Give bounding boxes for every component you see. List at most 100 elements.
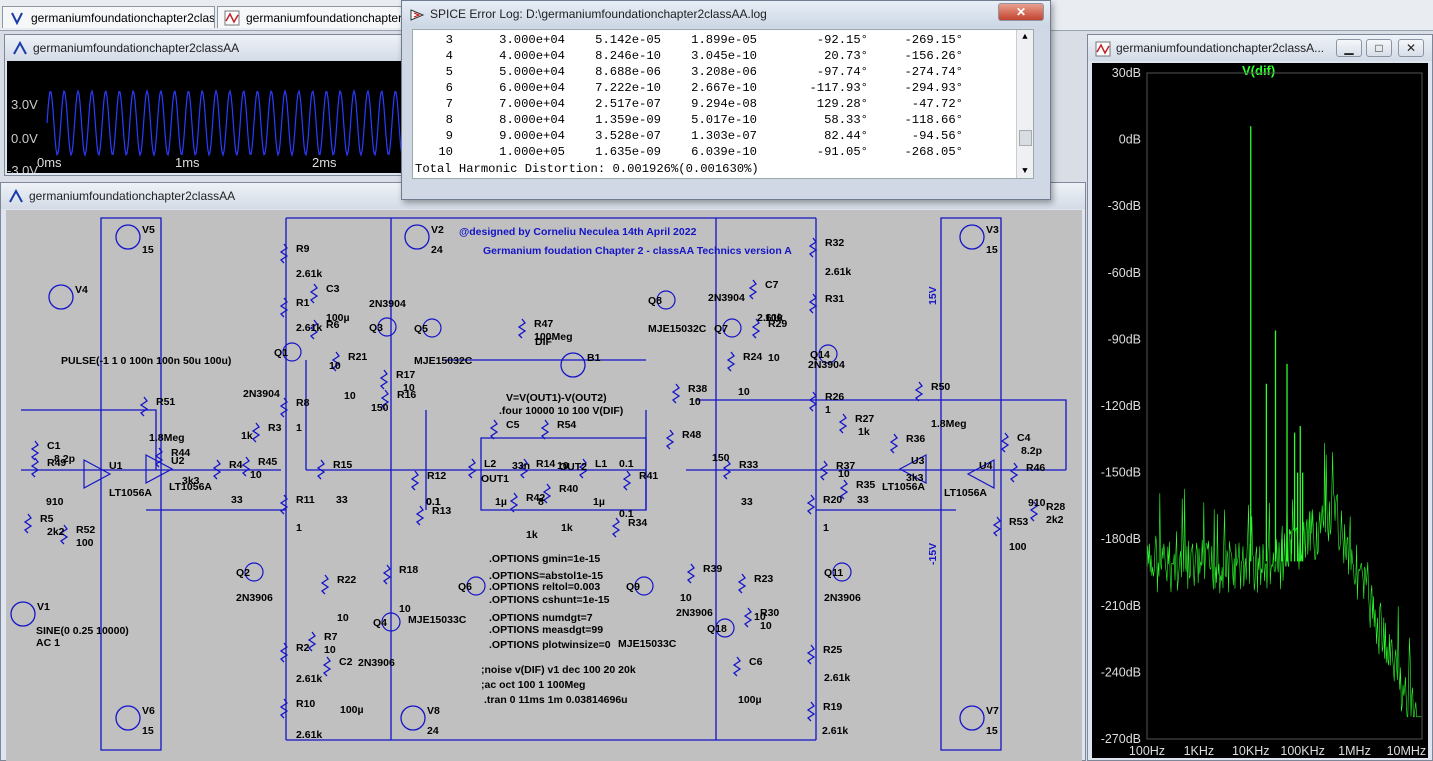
part-value[interactable]: 8.2p bbox=[1021, 445, 1042, 457]
opamp-ref[interactable]: U3 bbox=[911, 455, 925, 467]
part-value[interactable]: 33 bbox=[336, 494, 348, 506]
source-ref[interactable]: V2 bbox=[431, 224, 444, 236]
part-value[interactable]: 2.61k bbox=[296, 673, 322, 685]
part-value[interactable]: 150 bbox=[712, 452, 730, 464]
part-ref[interactable]: C2 bbox=[339, 656, 353, 668]
close-button[interactable]: ✕ bbox=[1398, 39, 1424, 57]
tab-waveform[interactable]: germaniumfoundationchapter2classAA bbox=[217, 6, 407, 28]
source-value[interactable]: 15 bbox=[142, 244, 154, 256]
part-ref[interactable]: C1 bbox=[47, 440, 61, 452]
close-button[interactable]: ✕ bbox=[998, 3, 1044, 21]
part-ref[interactable]: R13 bbox=[432, 505, 451, 517]
transistor-ref[interactable]: Q4 bbox=[373, 617, 387, 629]
part-value[interactable]: 8 bbox=[538, 496, 544, 508]
part-ref[interactable]: R5 bbox=[40, 513, 54, 525]
part-value[interactable]: 10 bbox=[329, 360, 341, 372]
source-ref[interactable]: V1 bbox=[37, 601, 50, 613]
part-value[interactable]: 2.61k bbox=[296, 268, 322, 280]
part-ref[interactable]: R3 bbox=[268, 422, 282, 434]
transistor-model[interactable]: 2N3904 bbox=[243, 388, 280, 400]
part-ref[interactable]: R39 bbox=[703, 563, 722, 575]
part-ref[interactable]: R29 bbox=[768, 318, 787, 330]
waveform-window[interactable]: germaniumfoundationchapter2classAA 3.0V … bbox=[4, 34, 416, 196]
part-value[interactable]: 10 bbox=[680, 592, 692, 604]
opamp-ref[interactable]: U1 bbox=[109, 460, 123, 472]
transistor-model[interactable]: MJE15032C bbox=[648, 323, 707, 335]
part-ref[interactable]: R32 bbox=[825, 237, 844, 249]
part-value[interactable]: 33n bbox=[512, 460, 530, 472]
part-value[interactable]: 3k3 bbox=[182, 475, 200, 487]
part-value[interactable]: 100 bbox=[76, 537, 94, 549]
part-ref[interactable]: C3 bbox=[326, 283, 340, 295]
part-ref[interactable]: L1 bbox=[595, 458, 607, 470]
tab-schematic[interactable]: germaniumfoundationchapter2classAA bbox=[2, 6, 215, 28]
source-ref[interactable]: V4 bbox=[75, 284, 88, 296]
part-ref[interactable]: R27 bbox=[855, 413, 874, 425]
part-ref[interactable]: R51 bbox=[156, 396, 175, 408]
part-value[interactable]: 2.61k bbox=[757, 312, 783, 324]
part-ref[interactable]: R24 bbox=[743, 351, 762, 363]
transistor-model[interactable]: 2N3904 bbox=[369, 298, 406, 310]
source-value[interactable]: DIF bbox=[535, 336, 553, 348]
part-value[interactable]: 10 bbox=[250, 469, 262, 481]
part-ref[interactable]: R26 bbox=[825, 391, 844, 403]
part-ref[interactable]: R6 bbox=[326, 319, 340, 331]
part-ref[interactable]: R46 bbox=[1026, 462, 1045, 474]
part-value[interactable]: 10 bbox=[754, 611, 766, 623]
part-ref[interactable]: R1 bbox=[296, 297, 310, 309]
transistor-model[interactable]: 2N3906 bbox=[236, 592, 273, 604]
part-ref[interactable]: R18 bbox=[399, 564, 418, 576]
part-ref[interactable]: R38 bbox=[688, 383, 707, 395]
part-ref[interactable]: L2 bbox=[484, 458, 496, 470]
part-value[interactable]: 10 bbox=[403, 382, 415, 394]
part-value[interactable]: 1 bbox=[825, 404, 831, 416]
transistor-ref[interactable]: Q18 bbox=[707, 623, 727, 635]
part-value[interactable]: 10 bbox=[337, 612, 349, 624]
source-value[interactable]: 24 bbox=[431, 244, 443, 256]
transistor-ref[interactable]: Q2 bbox=[236, 567, 250, 579]
part-ref[interactable]: R4 bbox=[229, 459, 243, 471]
part-ref[interactable]: R30 bbox=[760, 607, 779, 619]
part-value[interactable]: 1k bbox=[858, 426, 870, 438]
part-value[interactable]: 1µ bbox=[593, 496, 605, 508]
part-value[interactable]: 1µ bbox=[495, 496, 507, 508]
source-ref[interactable]: V3 bbox=[986, 224, 999, 236]
waveform-plot-area[interactable]: 3.0V 0.0V -3.0V 0ms 0ms 1ms 2ms bbox=[7, 61, 413, 196]
part-value[interactable]: 150 bbox=[371, 402, 389, 414]
transistor-ref[interactable]: Q11 bbox=[824, 567, 843, 579]
part-ref[interactable]: R37 bbox=[836, 460, 855, 472]
part-ref[interactable]: R47 bbox=[534, 318, 553, 330]
transistor-model[interactable]: 2N3906 bbox=[824, 592, 861, 604]
part-value[interactable]: 1 bbox=[296, 422, 302, 434]
part-value[interactable]: 0.1 bbox=[619, 508, 634, 520]
part-value[interactable]: 100 bbox=[1009, 541, 1027, 553]
transistor-model[interactable]: 2N3906 bbox=[358, 657, 395, 669]
part-ref[interactable]: R9 bbox=[296, 243, 310, 255]
part-ref[interactable]: R53 bbox=[1009, 516, 1028, 528]
part-value[interactable]: 3k3 bbox=[906, 472, 924, 484]
transistor-model[interactable]: 2N3904 bbox=[808, 359, 845, 371]
part-ref[interactable]: R48 bbox=[682, 429, 701, 441]
part-value[interactable]: 2.61k bbox=[822, 725, 848, 737]
part-value[interactable]: 910 bbox=[1028, 497, 1046, 509]
part-ref[interactable]: C6 bbox=[749, 656, 763, 668]
minimize-button[interactable]: ▁ bbox=[1336, 39, 1362, 57]
part-ref[interactable]: R7 bbox=[324, 631, 338, 643]
part-ref[interactable]: R17 bbox=[396, 369, 415, 381]
opamp-model[interactable]: LT1056A bbox=[109, 487, 152, 499]
part-value[interactable]: 2.61k bbox=[296, 322, 322, 334]
part-ref[interactable]: R16 bbox=[397, 389, 416, 401]
part-value[interactable]: 1 bbox=[823, 522, 829, 534]
part-value[interactable]: 910 bbox=[46, 496, 64, 508]
source-ref[interactable]: V6 bbox=[142, 705, 155, 717]
part-ref[interactable]: R22 bbox=[337, 574, 356, 586]
transistor-ref[interactable]: Q5 bbox=[414, 323, 428, 335]
source-value[interactable]: 24 bbox=[427, 725, 439, 737]
part-value[interactable]: 2k2 bbox=[47, 526, 65, 538]
transistor-ref[interactable]: Q1 bbox=[274, 347, 288, 359]
part-ref[interactable]: R11 bbox=[296, 494, 315, 506]
part-ref[interactable]: R14 bbox=[536, 458, 555, 470]
transistor-ref[interactable]: Q9 bbox=[626, 581, 640, 593]
part-value[interactable]: 1 bbox=[296, 522, 302, 534]
transistor-ref[interactable]: Q8 bbox=[648, 295, 662, 307]
